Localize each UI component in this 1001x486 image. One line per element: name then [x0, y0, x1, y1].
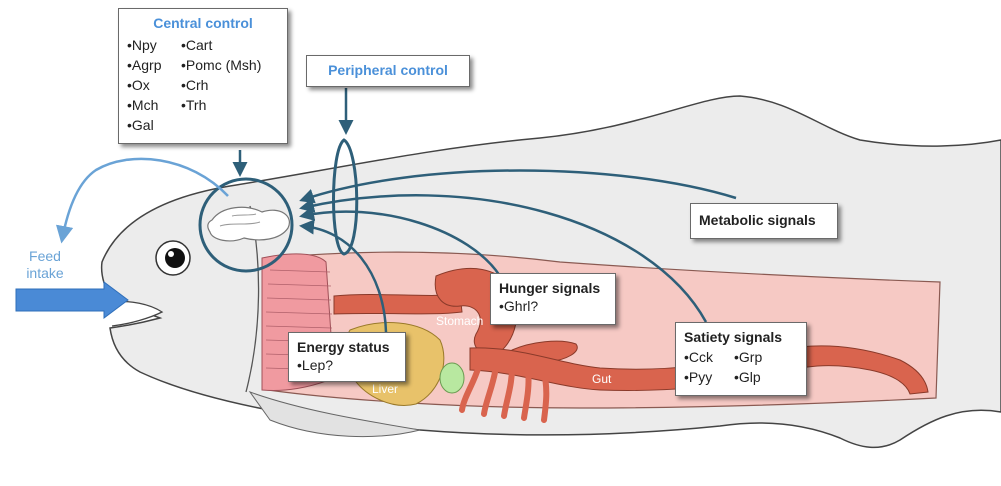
hunger-signals-box: Hunger signals •Ghrl?	[490, 273, 616, 325]
satiety-signals-title: Satiety signals	[684, 329, 798, 345]
central-control-title: Central control	[127, 15, 279, 31]
central-item: •Cart	[181, 35, 261, 55]
gut-label: Gut	[592, 372, 612, 386]
satiety-item: •Pyy	[684, 367, 734, 387]
metabolic-signals-box: Metabolic signals	[690, 203, 838, 239]
pupil	[165, 248, 185, 268]
satiety-list-left: •Cck •Pyy	[684, 347, 734, 387]
feed-intake-arrow	[16, 282, 128, 318]
satiety-list-right: •Grp •Glp	[734, 347, 762, 387]
central-control-list-left: •Npy •Agrp •Ox •Mch •Gal	[127, 35, 181, 135]
gall-bladder	[440, 363, 464, 393]
peripheral-control-title: Peripheral control	[313, 62, 463, 78]
central-control-list-right: •Cart •Pomc (Msh) •Crh •Trh	[181, 35, 261, 135]
central-item: •Ox	[127, 75, 181, 95]
feed-intake-label: Feed intake	[16, 248, 74, 282]
satiety-item: •Cck	[684, 347, 734, 367]
peripheral-control-box: Peripheral control	[306, 55, 470, 87]
central-control-box: Central control •Npy •Agrp •Ox •Mch •Gal…	[118, 8, 288, 144]
energy-status-title: Energy status	[297, 339, 397, 355]
central-item: •Gal	[127, 115, 181, 135]
satiety-item: •Glp	[734, 367, 762, 387]
central-item: •Pomc (Msh)	[181, 55, 261, 75]
satiety-signals-box: Satiety signals •Cck •Pyy •Grp •Glp	[675, 322, 807, 396]
central-item: •Npy	[127, 35, 181, 55]
central-item: •Mch	[127, 95, 181, 115]
central-item: •Trh	[181, 95, 261, 115]
hunger-signals-title: Hunger signals	[499, 280, 607, 296]
central-item: •Crh	[181, 75, 261, 95]
liver-label: Liver	[372, 382, 398, 396]
central-item: •Agrp	[127, 55, 181, 75]
hunger-item: •Ghrl?	[499, 296, 607, 316]
energy-status-box: Energy status •Lep?	[288, 332, 406, 382]
metabolic-signals-title: Metabolic signals	[699, 212, 829, 228]
stomach-label: Stomach	[436, 314, 483, 328]
satiety-item: •Grp	[734, 347, 762, 367]
energy-item: •Lep?	[297, 355, 397, 375]
